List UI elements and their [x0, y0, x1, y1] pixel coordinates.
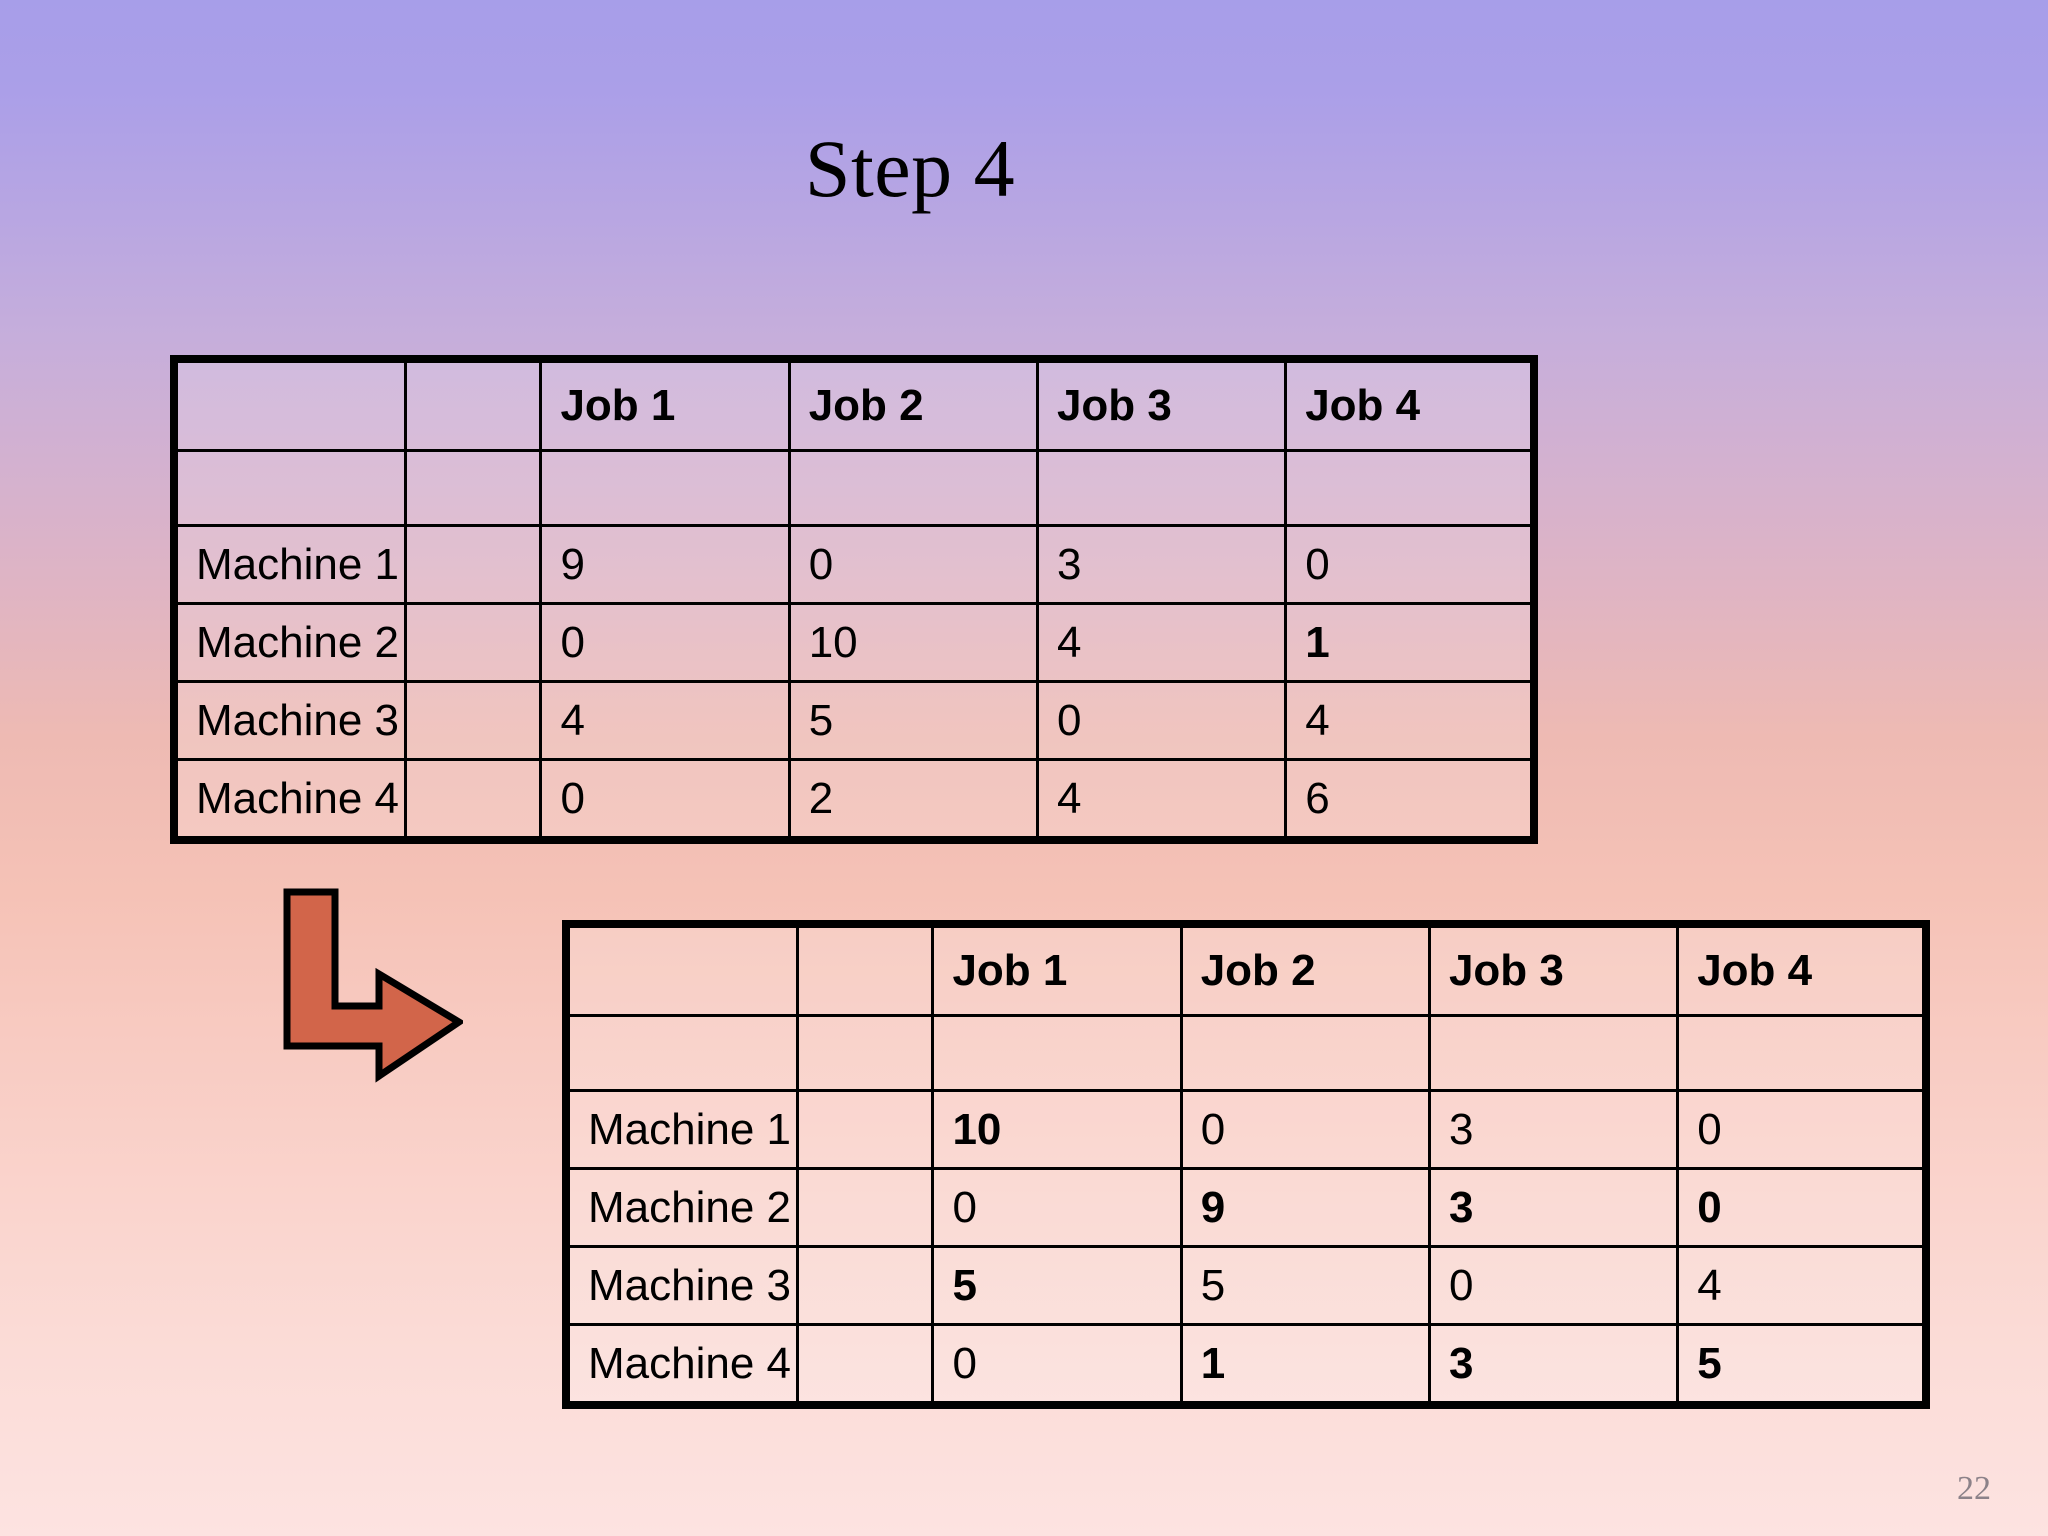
- table-row: Machine 2 0 10 4 1: [172, 602, 1536, 683]
- row-label-machine-3: Machine 3: [564, 1245, 800, 1326]
- row-label-machine-2: Machine 2: [172, 602, 408, 683]
- header-cell-job-4: Job 4: [1284, 357, 1536, 452]
- row-blank-cell: [796, 1245, 935, 1326]
- page-number: 22: [1957, 1470, 1991, 1507]
- cell-m4-job4: 6: [1284, 758, 1536, 842]
- cell-m2-job2: 10: [787, 602, 1039, 683]
- header-cell-job-1: Job 1: [539, 357, 791, 452]
- cell-m1-job3: 3: [1035, 524, 1288, 605]
- row-blank-cell: [404, 524, 543, 605]
- spacer-cell: [1035, 449, 1288, 527]
- cell-m3-job1: 5: [931, 1245, 1183, 1326]
- cell-m3-job1: 4: [539, 680, 791, 761]
- cell-m2-job3: 4: [1035, 602, 1288, 683]
- spacer-cell: [172, 449, 408, 527]
- row-blank-cell: [404, 680, 543, 761]
- cell-m3-job3: 0: [1035, 680, 1288, 761]
- spacer-cell: [1676, 1014, 1928, 1092]
- row-blank-cell: [796, 1089, 935, 1170]
- cell-m1-job4: 0: [1284, 524, 1536, 605]
- spacer-cell: [931, 1014, 1183, 1092]
- cell-m2-job4: 1: [1284, 602, 1536, 683]
- cell-m4-job3: 4: [1035, 758, 1288, 842]
- cell-m3-job3: 0: [1427, 1245, 1680, 1326]
- spacer-cell: [1179, 1014, 1431, 1092]
- table-header-row: Job 1 Job 2 Job 3 Job 4: [564, 922, 1928, 1017]
- table-row: Machine 1 9 0 3 0: [172, 524, 1536, 605]
- spacer-cell: [539, 449, 791, 527]
- cell-m4-job2: 1: [1179, 1323, 1431, 1407]
- cell-m1-job2: 0: [1179, 1089, 1431, 1170]
- header-cell-job-3: Job 3: [1427, 922, 1680, 1017]
- cell-m1-job1: 10: [931, 1089, 1183, 1170]
- header-cell-corner: [564, 922, 800, 1017]
- cell-m2-job2: 9: [1179, 1167, 1431, 1248]
- header-cell-job-1: Job 1: [931, 922, 1183, 1017]
- row-blank-cell: [796, 1167, 935, 1248]
- spacer-cell: [1427, 1014, 1680, 1092]
- cell-m4-job2: 2: [787, 758, 1039, 842]
- header-cell-job-2: Job 2: [787, 357, 1039, 452]
- table-header-row: Job 1 Job 2 Job 3 Job 4: [172, 357, 1536, 452]
- cost-matrix-before-table: Job 1 Job 2 Job 3 Job 4 Machine 1 9 0 3 …: [170, 355, 1538, 844]
- bent-arrow-down-right-icon: [283, 888, 463, 1083]
- header-cell-corner: [172, 357, 408, 452]
- table-row: Machine 2 0 9 3 0: [564, 1167, 1928, 1248]
- page-title: Step 4: [804, 123, 1016, 214]
- table-spacer-row: [172, 449, 1536, 527]
- cell-m3-job4: 4: [1284, 680, 1536, 761]
- header-cell-job-2: Job 2: [1179, 922, 1431, 1017]
- spacer-cell: [404, 449, 543, 527]
- row-label-machine-1: Machine 1: [172, 524, 408, 605]
- spacer-cell: [787, 449, 1039, 527]
- table-row: Machine 4 0 2 4 6: [172, 758, 1536, 842]
- table-row: Machine 4 0 1 3 5: [564, 1323, 1928, 1407]
- cell-m3-job2: 5: [787, 680, 1039, 761]
- header-cell-job-4: Job 4: [1676, 922, 1928, 1017]
- cell-m4-job4: 5: [1676, 1323, 1928, 1407]
- cell-m2-job3: 3: [1427, 1167, 1680, 1248]
- row-blank-cell: [404, 758, 543, 842]
- cell-m2-job1: 0: [931, 1167, 1183, 1248]
- cost-matrix-after-table: Job 1 Job 2 Job 3 Job 4 Machine 1 10 0 3…: [562, 920, 1930, 1409]
- row-label-machine-3: Machine 3: [172, 680, 408, 761]
- cell-m1-job4: 0: [1676, 1089, 1928, 1170]
- spacer-cell: [564, 1014, 800, 1092]
- table-row: Machine 1 10 0 3 0: [564, 1089, 1928, 1170]
- header-cell-blank: [404, 357, 543, 452]
- row-label-machine-4: Machine 4: [172, 758, 408, 842]
- header-cell-job-3: Job 3: [1035, 357, 1288, 452]
- row-blank-cell: [796, 1323, 935, 1407]
- cell-m1-job2: 0: [787, 524, 1039, 605]
- cell-m4-job3: 3: [1427, 1323, 1680, 1407]
- cell-m3-job2: 5: [1179, 1245, 1431, 1326]
- spacer-cell: [1284, 449, 1536, 527]
- table-spacer-row: [564, 1014, 1928, 1092]
- table-row: Machine 3 4 5 0 4: [172, 680, 1536, 761]
- header-cell-blank: [796, 922, 935, 1017]
- row-blank-cell: [404, 602, 543, 683]
- cell-m1-job3: 3: [1427, 1089, 1680, 1170]
- cell-m2-job1: 0: [539, 602, 791, 683]
- row-label-machine-1: Machine 1: [564, 1089, 800, 1170]
- row-label-machine-2: Machine 2: [564, 1167, 800, 1248]
- cell-m2-job4: 0: [1676, 1167, 1928, 1248]
- cell-m4-job1: 0: [539, 758, 791, 842]
- row-label-machine-4: Machine 4: [564, 1323, 800, 1407]
- table-row: Machine 3 5 5 0 4: [564, 1245, 1928, 1326]
- spacer-cell: [796, 1014, 935, 1092]
- cell-m3-job4: 4: [1676, 1245, 1928, 1326]
- cell-m4-job1: 0: [931, 1323, 1183, 1407]
- cell-m1-job1: 9: [539, 524, 791, 605]
